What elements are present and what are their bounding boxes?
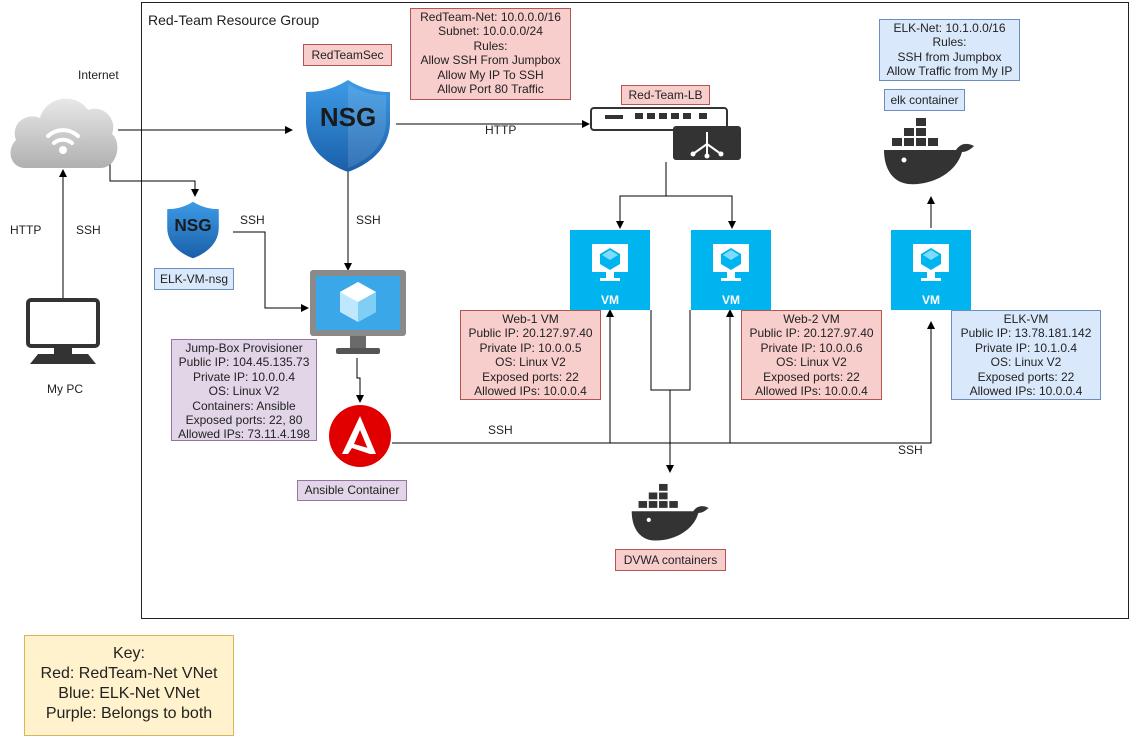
elk-container-label: elk container — [884, 89, 965, 111]
web2-vm-icon: VM — [691, 230, 771, 310]
info-line: Private IP: 10.0.0.6 — [760, 340, 863, 355]
elk-nsg-to-jumpbox-line — [233, 231, 309, 312]
info-line: Private IP: 10.1.0.4 — [974, 340, 1078, 355]
elk-nsg-shield-icon: NSG — [167, 201, 219, 259]
vm-text: VM — [922, 293, 940, 307]
info-line: Rules: — [473, 38, 508, 53]
elk-net-info: ELK-Net: 10.1.0.0/16 Rules: SSH from Jum… — [879, 19, 1020, 81]
internet-label: Internet — [78, 68, 119, 82]
info-line: Allowed IPs: 10.0.0.4 — [755, 384, 868, 399]
jumpbox-info: Jump-Box Provisioner Public IP: 104.45.1… — [171, 339, 317, 441]
load-balancer-icon — [590, 107, 741, 160]
elk-vm-info: ELK-VM Public IP: 13.78.181.142 Private … — [951, 310, 1101, 400]
ansible-icon — [329, 405, 391, 467]
info-line: Exposed ports: 22 — [482, 369, 579, 384]
jumpbox-to-ansible-line — [356, 358, 364, 403]
internet-to-elk-nsg-line — [109, 150, 199, 197]
info-line: RedTeam-Net: 10.0.0.0/16 — [420, 10, 561, 24]
info-line: ELK-VM — [1003, 312, 1049, 326]
elk-nsg-icon-text: NSG — [174, 215, 211, 235]
ansible-container-label: Ansible Container — [297, 480, 407, 501]
vm-monitor-icon: VM — [913, 244, 949, 307]
resource-group-frame — [141, 2, 1129, 619]
my-pc-label: My PC — [47, 382, 83, 396]
docker-whale-icon — [884, 118, 974, 185]
info-line: OS: Linux V2 — [208, 384, 280, 399]
ansible-ssh-line — [392, 321, 935, 444]
docker-whale-icon — [631, 483, 709, 541]
info-line: OS: Linux V2 — [990, 355, 1062, 370]
jumpbox-monitor-icon — [310, 270, 406, 354]
info-line: Exposed ports: 22, 80 — [185, 413, 303, 428]
info-line: ELK-Net: 10.1.0.0/16 — [893, 21, 1006, 35]
info-line: Allow Port 80 Traffic — [437, 82, 544, 97]
web1-vm-info: Web-1 VM Public IP: 20.127.97.40 Private… — [460, 310, 601, 400]
info-line: Exposed ports: 22 — [763, 369, 860, 384]
elk-vm-icon: VM — [891, 230, 971, 310]
info-line: Allow My IP To SSH — [437, 67, 544, 82]
vm-text: VM — [722, 293, 740, 307]
info-line: Allowed IPs: 10.0.0.4 — [474, 384, 587, 399]
ssh-label-elk: SSH — [898, 443, 923, 457]
info-line: Exposed ports: 22 — [977, 369, 1075, 384]
info-line: Jump-Box Provisioner — [185, 341, 303, 355]
web2-vm-info: Web-2 VM Public IP: 20.127.97.40 Private… — [741, 310, 882, 400]
info-line: Allowed IPs: 73.11.4.198 — [178, 427, 310, 442]
info-line: OS: Linux V2 — [495, 355, 566, 370]
vm-monitor-icon: VM — [592, 244, 628, 307]
info-line: SSH from Jumpbox — [897, 49, 1002, 64]
key-title: Key: — [112, 645, 145, 662]
web1-vm-icon: VM — [570, 230, 650, 310]
info-line: Public IP: 20.127.97.40 — [468, 326, 593, 341]
elk-vm-nsg-label: ELK-VM-nsg — [154, 268, 234, 290]
info-line: Public IP: 20.127.97.40 — [749, 326, 874, 341]
info-line: Private IP: 10.0.0.5 — [479, 340, 582, 355]
vms-to-dvwa-line — [650, 310, 691, 472]
redteam-net-info: RedTeam-Net: 10.0.0.0/16 Subnet: 10.0.0.… — [410, 8, 571, 100]
info-line: Web-2 VM — [783, 312, 840, 326]
http-label-top: HTTP — [485, 123, 517, 137]
info-line: Rules: — [932, 35, 967, 50]
vm-monitor-icon: VM — [713, 244, 749, 307]
info-line: Public IP: 13.78.181.142 — [960, 326, 1092, 341]
ssh-label-elk-nsg: SSH — [240, 213, 265, 227]
info-line: Allow Traffic from My IP — [886, 64, 1013, 79]
ssh-label-ansible: SSH — [488, 423, 513, 437]
legend-key: Key: Red: RedTeam-Net VNet Blue: ELK-Net… — [24, 635, 234, 736]
info-line: Web-1 VM — [502, 312, 559, 326]
lb-to-web2-line — [666, 195, 736, 229]
vm-text: VM — [601, 293, 619, 307]
key-blue-entry: Blue: ELK-Net VNet — [58, 685, 200, 702]
info-line: Private IP: 10.0.0.4 — [192, 369, 296, 384]
info-line: Allow SSH From Jumpbox — [420, 53, 561, 68]
cloud-icon — [10, 98, 118, 168]
info-line: Subnet: 10.0.0.0/24 — [438, 24, 543, 39]
computer-icon — [26, 298, 100, 364]
info-line: Containers: Ansible — [192, 398, 296, 413]
nsg-icon-text: NSG — [320, 102, 376, 132]
http-label-left: HTTP — [10, 223, 42, 237]
nsg-shield-icon: NSG — [306, 80, 390, 172]
red-team-lb-label: Red-Team-LB — [621, 85, 710, 105]
info-line: OS: Linux V2 — [776, 355, 847, 370]
lb-to-vms-line — [616, 162, 667, 229]
key-red-entry: Red: RedTeam-Net VNet — [40, 665, 218, 682]
resource-group-title: Red-Team Resource Group — [148, 12, 320, 28]
dvwa-containers-label: DVWA containers — [615, 549, 726, 571]
ssh-label-left: SSH — [76, 223, 101, 237]
redteamsec-label: RedTeamSec — [303, 44, 392, 66]
ssh-label-nsg: SSH — [356, 213, 381, 227]
key-purple-entry: Purple: Belongs to both — [45, 705, 213, 722]
info-line: Public IP: 104.45.135.73 — [178, 355, 310, 370]
info-line: Allowed IPs: 10.0.0.4 — [969, 384, 1083, 399]
